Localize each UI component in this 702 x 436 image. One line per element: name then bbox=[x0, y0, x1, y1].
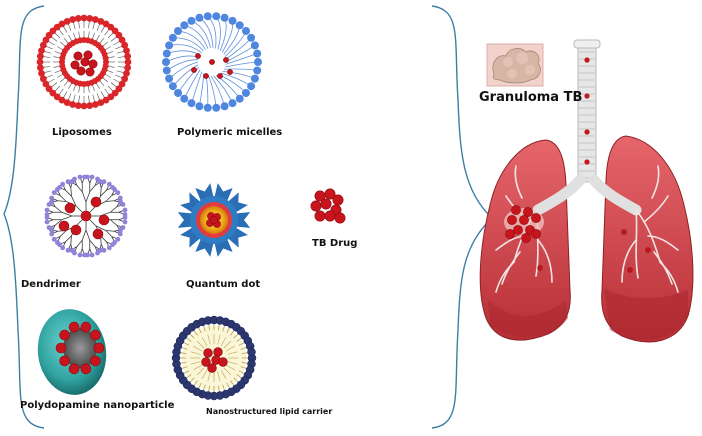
label-polymeric-micelles: Polymeric micelles bbox=[177, 127, 283, 138]
label-quantum-dot: Quantum dot bbox=[186, 279, 261, 290]
dendrimer-illustration bbox=[44, 174, 128, 258]
right-brace bbox=[431, 5, 494, 429]
tb-drug-icon bbox=[310, 188, 346, 224]
label-liposomes: Liposomes bbox=[52, 127, 112, 138]
lungs-illustration bbox=[479, 39, 694, 343]
label-nanostructured-lipid-carrier: Nanostructured lipid carrier bbox=[206, 407, 333, 416]
quantum-dot-illustration bbox=[177, 183, 251, 257]
liposome-illustration bbox=[36, 14, 132, 110]
label-dendrimer: Dendrimer bbox=[21, 279, 81, 290]
nlc-illustration bbox=[171, 315, 257, 401]
label-tb-drug: TB Drug bbox=[312, 238, 358, 249]
polymeric-micelle-illustration bbox=[162, 12, 262, 112]
granuloma-image bbox=[486, 43, 544, 87]
label-granuloma-tb: Granuloma TB bbox=[479, 90, 583, 105]
left-brace bbox=[3, 5, 45, 429]
polydopamine-nanoparticle-illustration bbox=[37, 309, 107, 395]
label-polydopamine-nanoparticle: Polydopamine nanoparticle bbox=[20, 400, 175, 411]
